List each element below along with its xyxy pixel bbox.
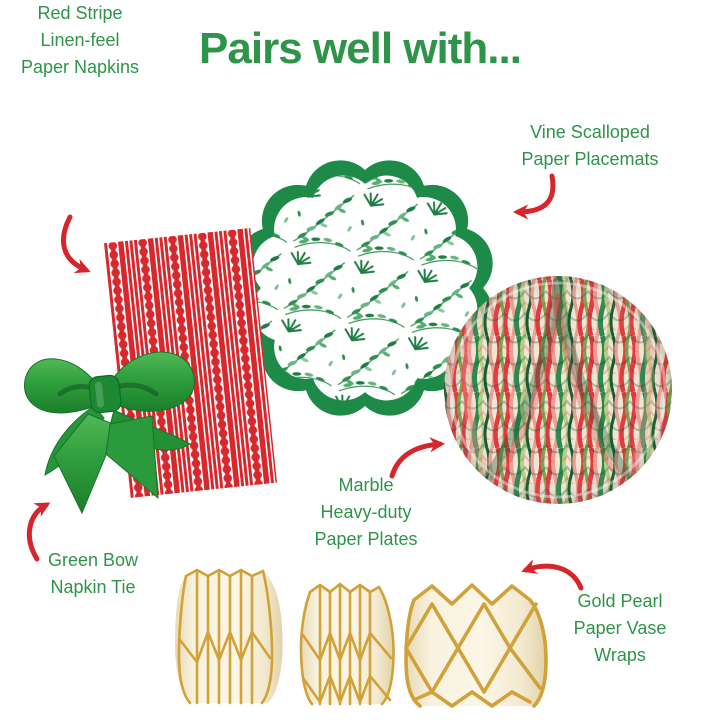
bow-arrow-icon: [26, 502, 51, 562]
label-line: Vine Scalloped: [530, 122, 650, 142]
label-line: Gold Pearl: [577, 591, 663, 611]
label-line: Marble: [338, 475, 394, 495]
placemats-label: Vine Scalloped Paper Placemats: [494, 119, 686, 173]
label-line: Napkin Tie: [50, 577, 136, 597]
label-line: Heavy-duty: [320, 502, 412, 522]
vase-wrap-right: [404, 583, 548, 708]
label-line: Green Bow: [47, 550, 139, 570]
placemat-graphic: [237, 160, 493, 416]
vase-wrap-left: [174, 568, 283, 705]
label-line: Paper Plates: [314, 529, 418, 549]
napkins-label: Red Stripe Linen-feel Paper Napkins: [0, 0, 160, 81]
label-line: Paper Vase: [573, 618, 667, 638]
plate-graphic: [444, 276, 672, 504]
label-line: Paper Napkins: [20, 57, 140, 77]
label-line: Paper Placemats: [521, 149, 659, 169]
napkins-arrow-icon: [60, 214, 91, 274]
plates-label: Marble Heavy-duty Paper Plates: [286, 472, 446, 553]
vase-wraps-label: Gold Pearl Paper Vase Wraps: [540, 588, 700, 669]
annotation-arrows: [26, 173, 584, 591]
vases-arrow-icon: [521, 559, 584, 591]
vase-wrap-middle: [299, 582, 395, 706]
label-line: Wraps: [594, 645, 646, 665]
page-title: Pairs well with...: [199, 24, 522, 73]
bow-graphic: [24, 351, 195, 515]
label-line: Red Stripe: [37, 3, 123, 23]
plates-arrow-icon: [389, 437, 446, 479]
label-line: Linen-feel: [40, 30, 120, 50]
bow-label: Green Bow Napkin Tie: [13, 547, 173, 601]
placemats-arrow-icon: [512, 173, 556, 220]
